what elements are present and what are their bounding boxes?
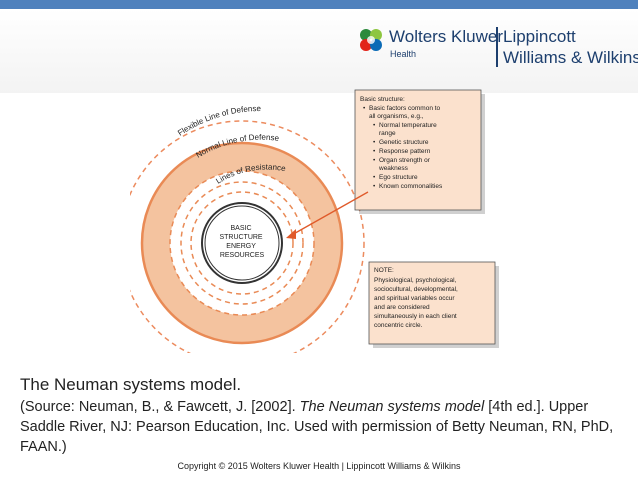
caption-title: The Neuman systems model. bbox=[20, 375, 242, 394]
basic-structure-heading: Basic structure: bbox=[360, 96, 405, 103]
figure-caption: The Neuman systems model. (Source: Neuma… bbox=[20, 374, 620, 457]
health-label: Health bbox=[390, 49, 417, 59]
caption-source: (Source: Neuman, B., & Fawcett, J. [2002… bbox=[20, 397, 620, 457]
flexible-line-of-defense-ring bbox=[130, 120, 365, 353]
lines-of-resistance-ring-middle bbox=[180, 181, 304, 305]
source-prefix: (Source: Neuman, B., & Fawcett, J. [2002… bbox=[20, 399, 300, 415]
neuman-systems-diagram: Flexible Line of Defense Normal Line of … bbox=[130, 89, 499, 353]
source-book-title: The Neuman systems model bbox=[299, 399, 485, 415]
wolters-kluwer-wordmark: Wolters Kluwer bbox=[389, 27, 503, 46]
header-banner bbox=[0, 9, 638, 93]
basic-structure-intro: • Basic factors common to all organisms,… bbox=[363, 105, 442, 120]
note-text: Physiological, psychological, sociocultu… bbox=[374, 277, 460, 329]
lines-of-resistance-ring-inner bbox=[190, 191, 294, 295]
williams-wilkins-wordmark: Williams & Wilkins bbox=[503, 48, 638, 67]
note-box bbox=[368, 261, 496, 345]
logo-divider bbox=[496, 27, 498, 67]
flexible-line-label: Flexible Line of Defense bbox=[176, 104, 261, 138]
source-suffix: [4th ed.]. Upper Saddle River, NJ: Pears… bbox=[20, 399, 614, 455]
pointer-arrow bbox=[289, 191, 369, 237]
list-item: •Ego structure bbox=[373, 174, 418, 181]
note-heading: NOTE: bbox=[374, 267, 394, 274]
core-label: BASIC STRUCTURE ENERGY RESOURCES bbox=[219, 225, 264, 259]
basic-structure-core bbox=[201, 202, 283, 284]
list-item: •Known commonalities bbox=[373, 183, 443, 190]
list-item: •Response pattern bbox=[373, 148, 431, 155]
top-accent-bar bbox=[0, 0, 638, 9]
basic-structure-box bbox=[354, 89, 482, 211]
list-item: •Genetic structure bbox=[373, 139, 429, 146]
lippincott-wordmark: Lippincott bbox=[503, 27, 576, 46]
arrow-head-icon bbox=[286, 229, 296, 239]
wolters-kluwer-logo-icon bbox=[360, 29, 382, 51]
copyright-footer: Copyright © 2015 Wolters Kluwer Health |… bbox=[177, 461, 461, 471]
